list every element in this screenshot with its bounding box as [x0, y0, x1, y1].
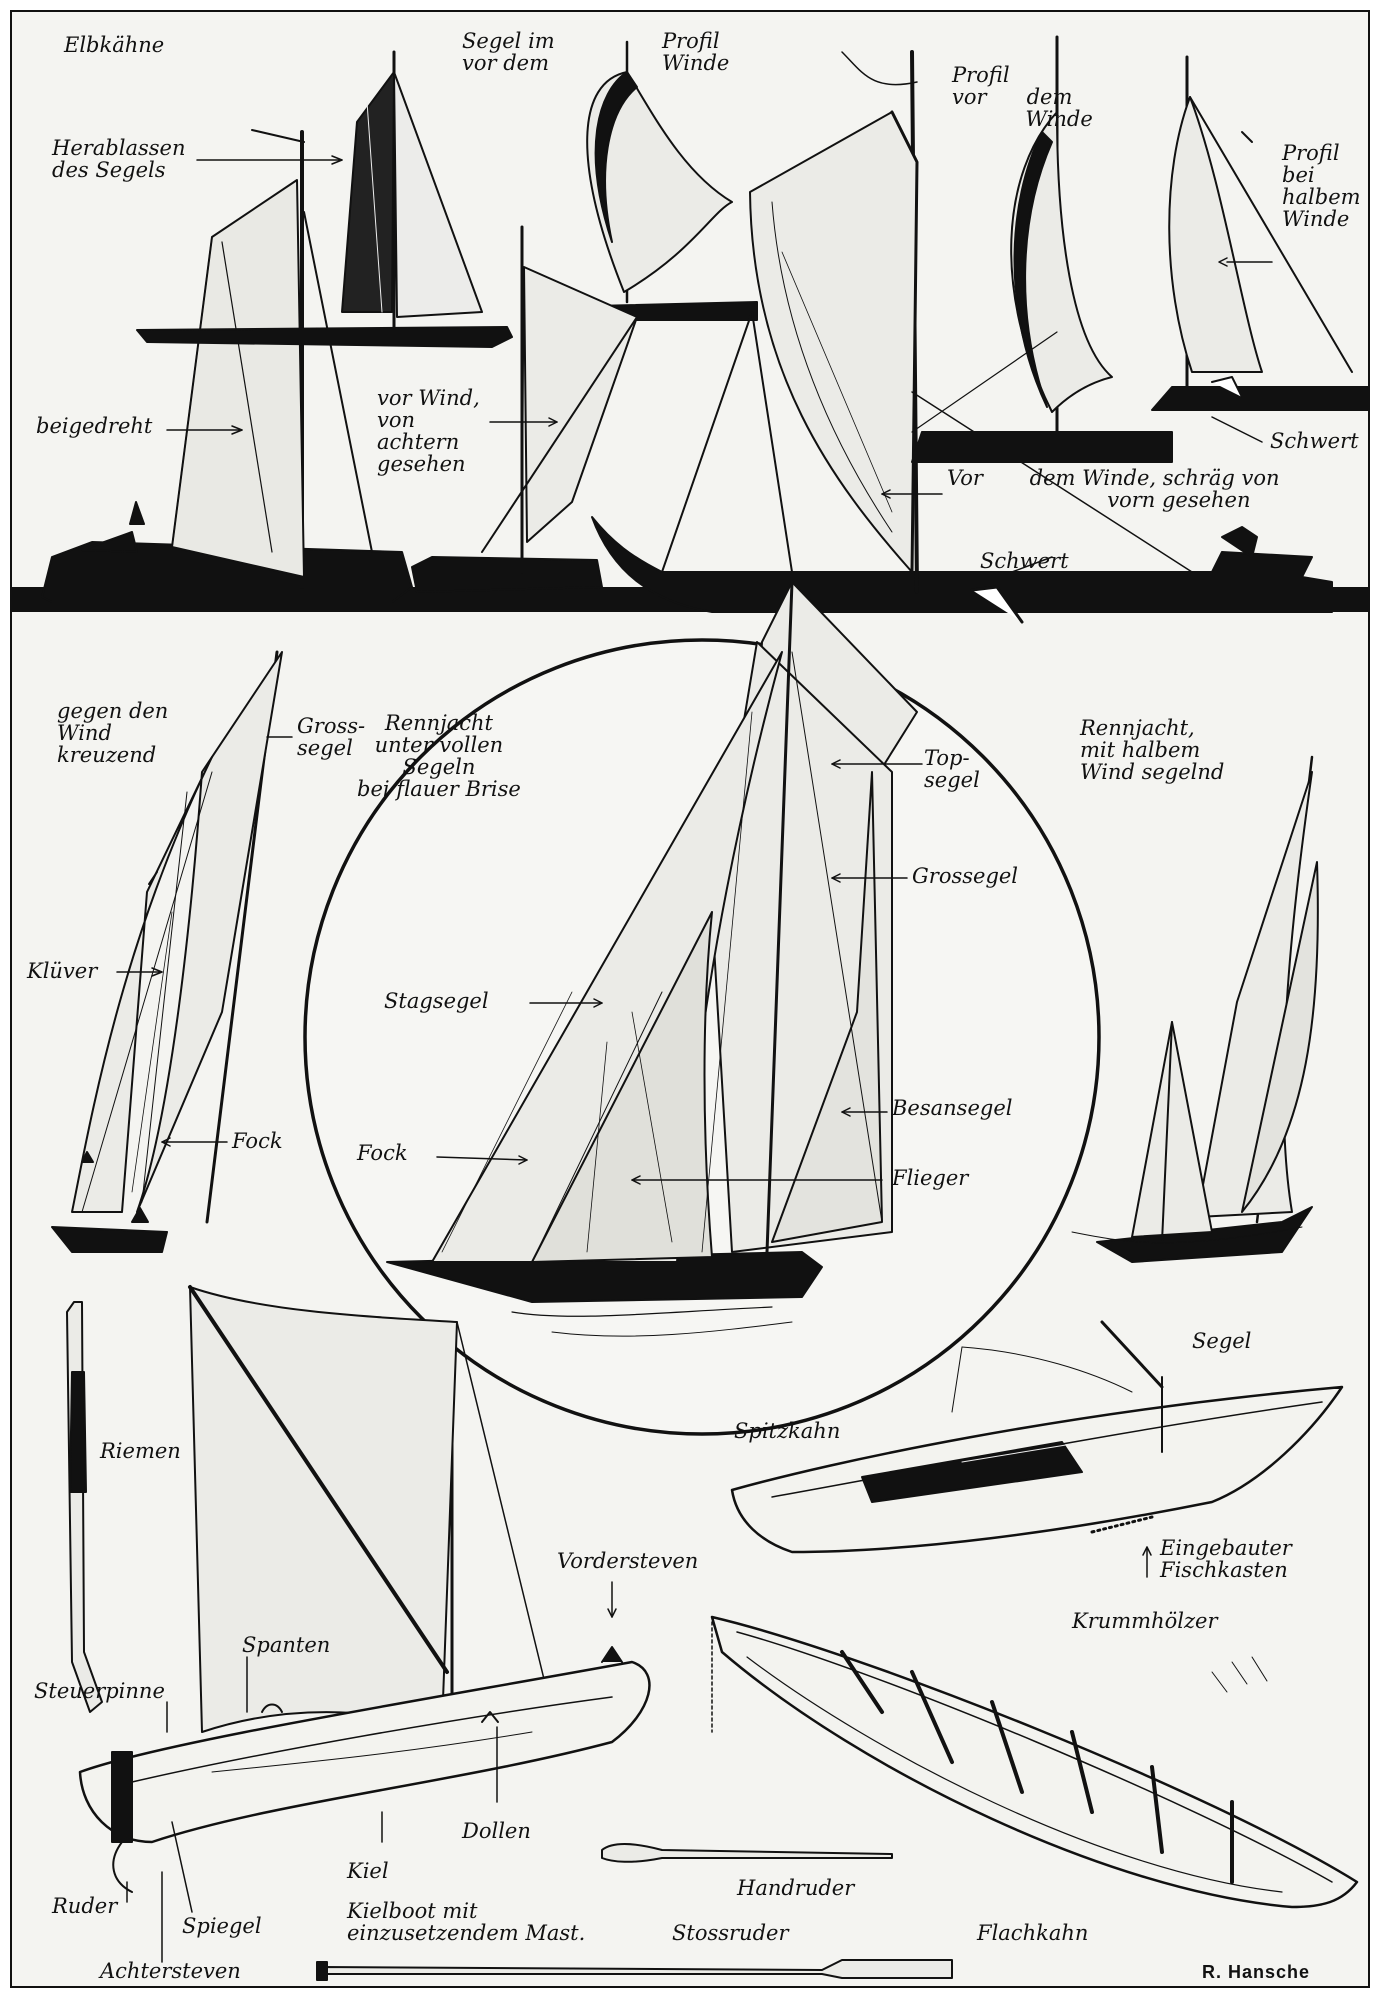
label-flachkahn: Flachkahn: [977, 1921, 1089, 1945]
label-rennjacht-volle-segel: Rennjacht unter vollen Segeln bei flauer…: [357, 711, 521, 802]
illustration-sheet: Elbkähne Segel im vor dem Profil Winde P…: [10, 10, 1370, 1988]
sail-profile-halbem-winde: [1151, 55, 1368, 411]
label-besansegel: Besansegel: [892, 1096, 1013, 1120]
label-herablassen: Herablassen des Segels: [52, 136, 186, 183]
label-stagsegel: Stagsegel: [384, 989, 489, 1013]
label-spitzkahn: Spitzkahn: [734, 1419, 841, 1443]
label-segel-boat: Segel: [1192, 1329, 1252, 1353]
label-kielboot: Kielboot mit einzusetzendem Mast.: [347, 1899, 586, 1946]
label-steuerpinne: Steuerpinne: [34, 1679, 165, 1703]
sailboat-halber-wind: [1071, 755, 1319, 1263]
label-fock-center: Fock: [357, 1141, 408, 1165]
boat-drawings: [12, 35, 1368, 1981]
label-schwert-2: Schwert: [980, 549, 1069, 573]
label-vor-wind-achtern: vor Wind, von achtern gesehen: [377, 386, 480, 477]
leader-lines-center: [436, 759, 923, 1185]
kielboot: [78, 1285, 651, 1893]
label-grosssegel-center: Grossegel: [912, 864, 1019, 888]
label-fock-left: Fock: [232, 1129, 283, 1153]
label-flieger: Flieger: [892, 1166, 969, 1190]
label-segel-im-wind: Segel im vor dem: [462, 29, 555, 76]
rennjacht-circle: [303, 580, 1101, 1436]
label-profil-vor-dem-winde: Profil vor dem Winde: [952, 63, 1093, 132]
label-achtersteven: Achtersteven: [100, 1959, 241, 1983]
label-grosssegel-left: Gross- segel: [297, 714, 366, 761]
handruder: [601, 1843, 893, 1863]
barge-vor-wind-achtern: [411, 225, 638, 593]
label-stossruder: Stossruder: [672, 1921, 789, 1945]
artist-signature: R. Hansche: [1202, 1962, 1311, 1982]
barge-herablassen: [136, 50, 513, 348]
label-kluever: Klüver: [27, 959, 98, 983]
sail-profile-wind-1: [551, 40, 758, 321]
label-topsegel: Top- segel: [924, 746, 980, 793]
label-beigedreht: beigedreht: [36, 414, 153, 438]
riemen-oar: [66, 1301, 103, 1713]
stossruder: [316, 1959, 953, 1981]
leader-lines-kielboot: [126, 1581, 617, 1963]
flachkahn: [710, 1615, 1359, 1909]
label-dollen: Dollen: [462, 1819, 531, 1843]
label-riemen: Riemen: [100, 1439, 181, 1463]
barge-beigedreht: [41, 129, 413, 603]
leader-lines-spitzkahn: [1142, 1546, 1152, 1578]
label-kiel: Kiel: [347, 1859, 389, 1883]
label-eingebauter-fischkasten: Eingebauter Fischkasten: [1160, 1536, 1292, 1583]
label-schwert-1: Schwert: [1270, 429, 1359, 453]
spitzkahn: [730, 1320, 1344, 1554]
label-gegen-den-wind: gegen den Wind kreuzend: [57, 699, 169, 768]
label-handruder: Handruder: [737, 1876, 855, 1900]
label-spanten: Spanten: [242, 1633, 331, 1657]
label-vor-dem-winde-schraeg: Vor dem Winde, schräg von vorn gesehen: [947, 466, 1280, 513]
elbkaehne-scene: [12, 35, 1368, 624]
sailboat-gegen-wind: [51, 650, 283, 1253]
label-profil-bei-halbem-winde: Profil bei halbem Winde: [1282, 141, 1361, 232]
sail-profile-wind-2: [911, 35, 1173, 463]
label-ruder: Ruder: [52, 1894, 118, 1918]
label-profil-winde: Profil Winde: [662, 29, 730, 76]
label-elbkaehne: Elbkähne: [64, 33, 165, 57]
label-rennjacht-halber-wind: Rennjacht, mit halbem Wind segelnd: [1080, 716, 1225, 785]
label-vordersteven: Vordersteven: [557, 1549, 699, 1573]
leader-lines-top: [166, 155, 1273, 573]
label-spiegel: Spiegel: [182, 1914, 262, 1938]
leader-lines-left: [116, 736, 293, 1147]
barge-vor-dem-winde: [591, 50, 1333, 624]
label-krummhoelzer: Krummhölzer: [1072, 1609, 1218, 1633]
